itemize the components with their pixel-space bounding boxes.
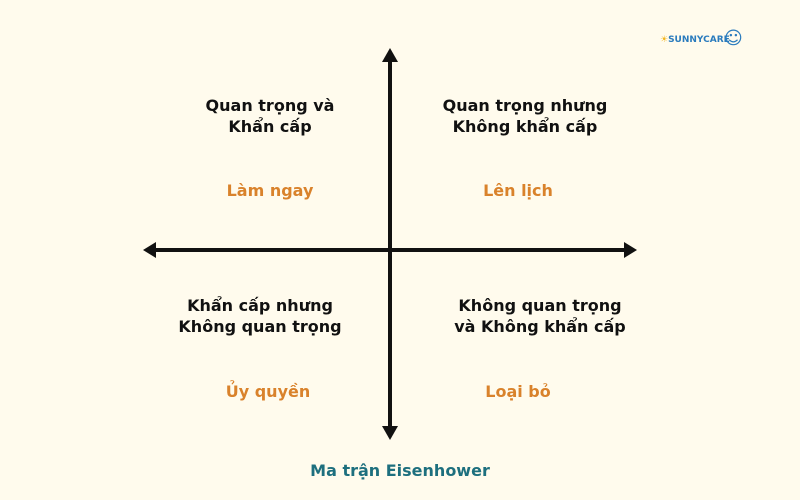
quadrant-action: Loại bỏ xyxy=(485,382,551,401)
quadrant-action: Làm ngay xyxy=(226,181,314,200)
arrow-up xyxy=(382,48,398,62)
arrow-right xyxy=(624,242,637,258)
diagram-title: Ma trận Eisenhower xyxy=(310,461,490,480)
arrow-down xyxy=(382,426,398,440)
arrow-left xyxy=(143,242,156,258)
quadrant-action: Lên lịch xyxy=(483,181,553,200)
quadrant-title: Khẩn cấp nhưng Không quan trọng xyxy=(178,296,342,336)
quadrant-title: Quan trọng và Khẩn cấp xyxy=(205,96,335,136)
quadrant-title: Quan trọng nhưng Không khẩn cấp xyxy=(442,96,608,136)
quadrant-action: Ủy quyền xyxy=(225,382,311,401)
head-bulb-logo-icon: ☺ xyxy=(724,28,743,49)
sunnycare-logo: ☀SUNNYCARE xyxy=(660,35,730,45)
quadrant-title: Không quan trọng và Không khẩn cấp xyxy=(454,296,626,336)
logo-text: SUNNYCARE xyxy=(668,35,730,45)
